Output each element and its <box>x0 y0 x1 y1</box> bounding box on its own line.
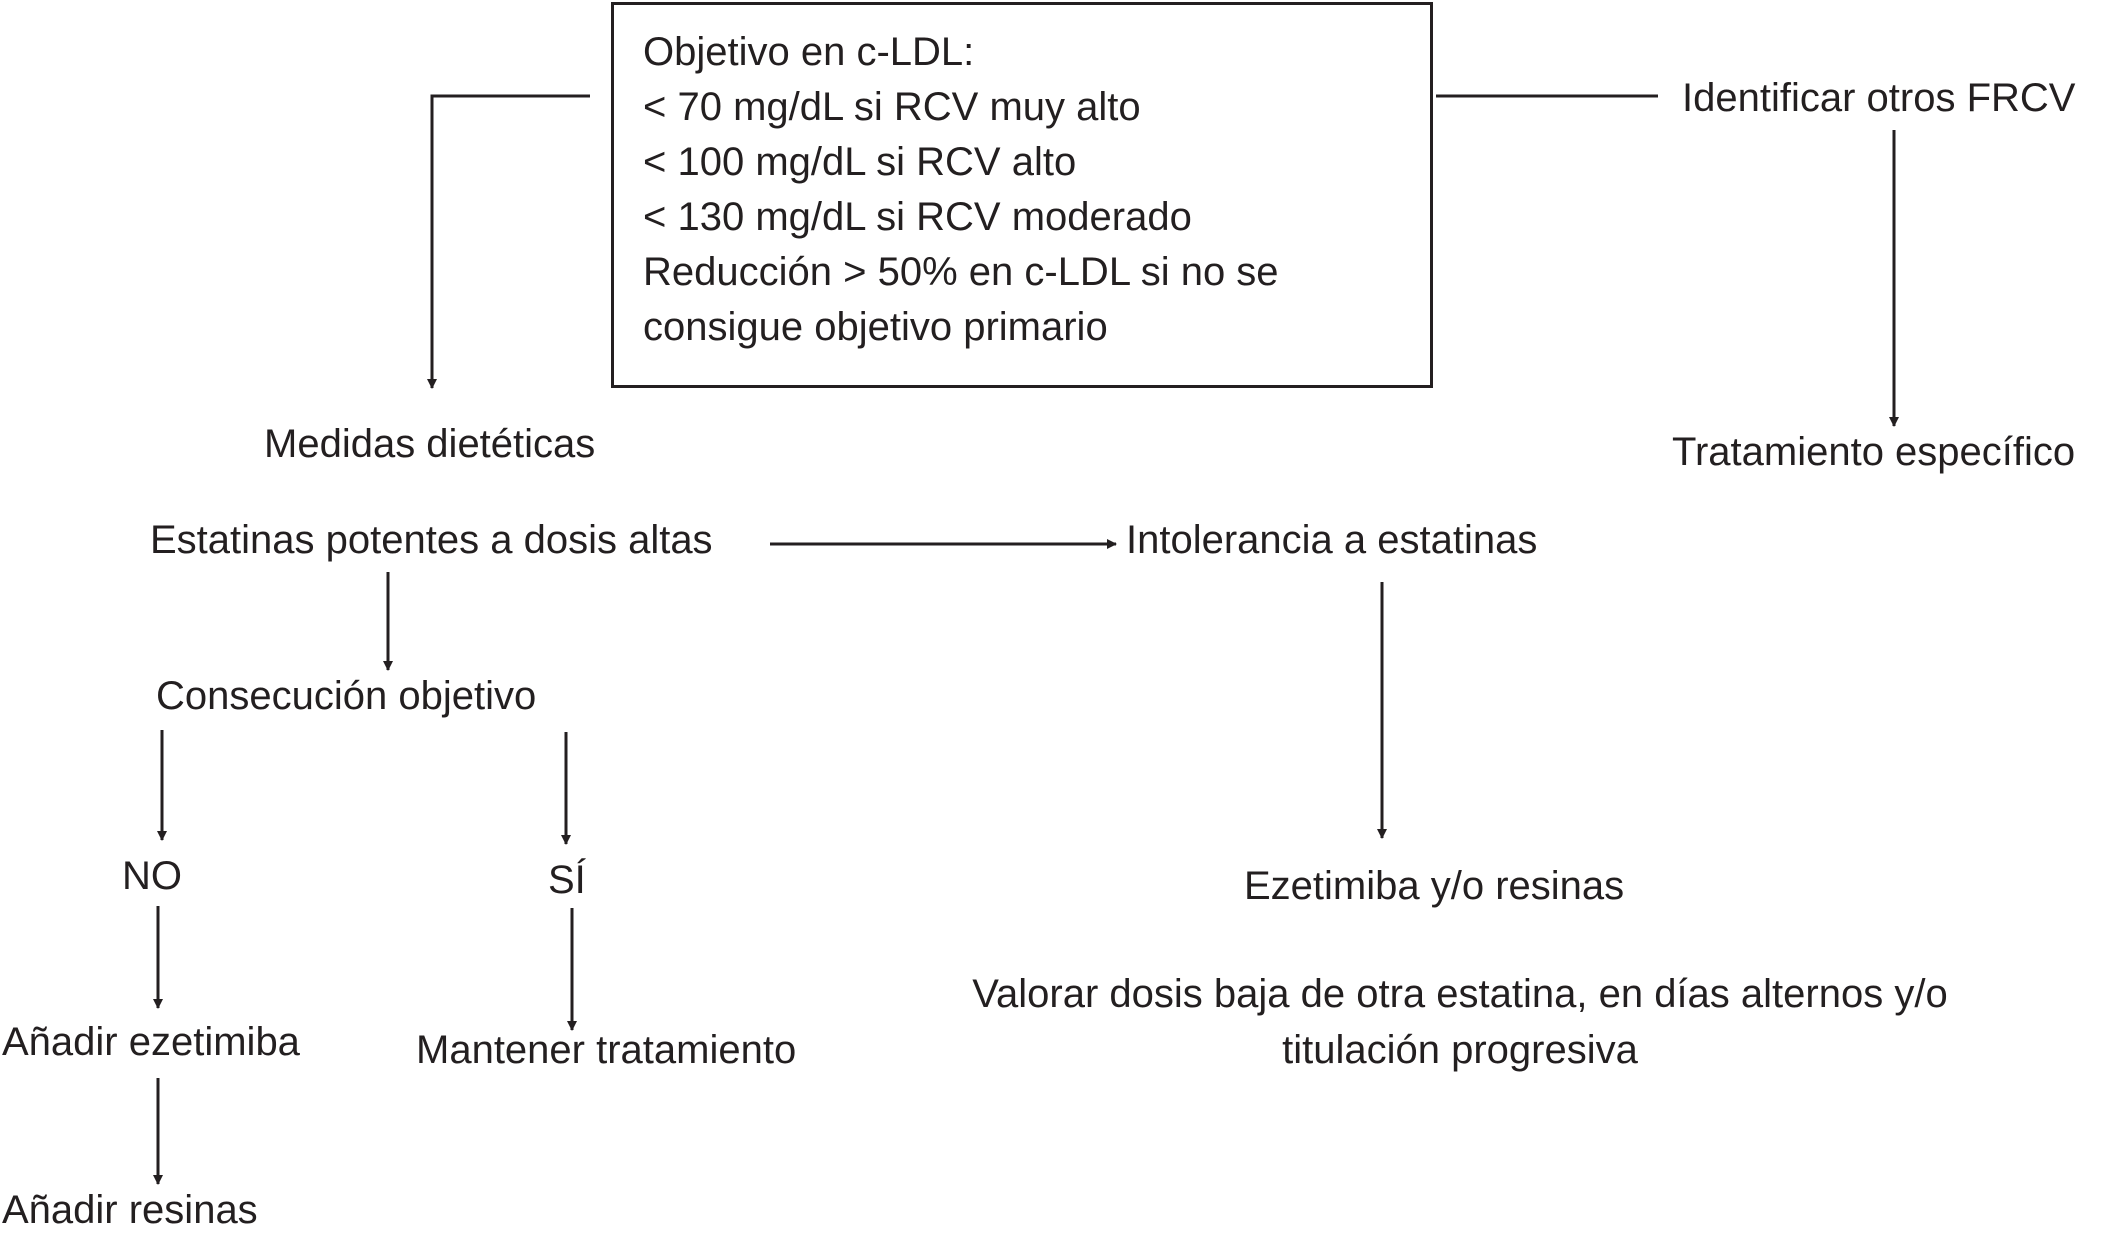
valorar-dosis-label-line1: Valorar dosis baja de otra estatina, en … <box>972 972 1948 1016</box>
no-label: NO <box>122 854 182 898</box>
medidas-dieteticas-label: Medidas dietéticas <box>264 422 596 466</box>
ldl-goal-box: Objetivo en c-LDL: < 70 mg/dL si RCV muy… <box>611 2 1433 388</box>
connector-goal-to-medidas <box>427 94 590 389</box>
goal-box-line: Objetivo en c-LDL: <box>643 30 975 74</box>
goal-box-line: Reducción > 50% en c-LDL si no se <box>643 250 1279 294</box>
consecucion-objetivo-label: Consecución objetivo <box>156 674 537 718</box>
anadir-ezetimiba-label: Añadir ezetimiba <box>2 1020 300 1064</box>
goal-box-line: consigue objetivo primario <box>643 305 1108 349</box>
anadir-resinas-label: Añadir resinas <box>2 1188 258 1232</box>
valorar-dosis-label-line2: titulación progresiva <box>1282 1028 1638 1072</box>
ezetimiba-resinas-label: Ezetimiba y/o resinas <box>1244 864 1625 908</box>
goal-box-line: < 100 mg/dL si RCV alto <box>643 140 1077 184</box>
tratamiento-especifico-label: Tratamiento específico <box>1672 430 2076 474</box>
estatinas-label: Estatinas potentes a dosis altas <box>150 518 713 562</box>
goal-box-line: < 130 mg/dL si RCV moderado <box>643 195 1192 239</box>
intolerancia-label: Intolerancia a estatinas <box>1126 518 1538 562</box>
mantener-tratamiento-label: Mantener tratamiento <box>416 1028 797 1072</box>
goal-box-line: < 70 mg/dL si RCV muy alto <box>643 85 1141 129</box>
si-label: SÍ <box>548 858 586 902</box>
identificar-frcv-label: Identificar otros FRCV <box>1682 76 2076 120</box>
